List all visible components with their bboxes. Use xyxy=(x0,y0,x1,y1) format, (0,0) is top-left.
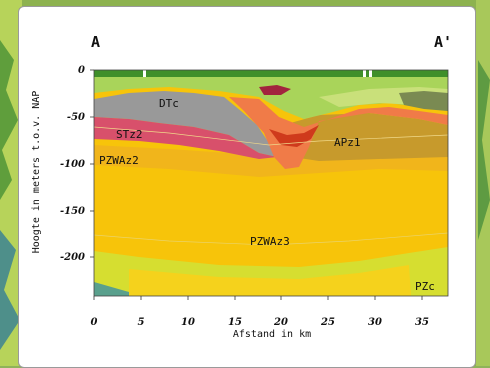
layer-base-teal xyxy=(94,282,129,296)
layer-pzc-inner xyxy=(129,265,411,296)
x-tick-label: 25 xyxy=(320,317,335,328)
x-axis: 0 5 10 15 20 25 30 35 xyxy=(91,296,429,328)
geologic-layers xyxy=(94,70,448,296)
boundary-line-1 xyxy=(94,126,448,146)
unit-label-dtc: DTc xyxy=(159,97,179,110)
surface-gap-3 xyxy=(369,70,372,77)
unit-label-stz2: STz2 xyxy=(116,128,143,141)
layer-stz2 xyxy=(94,117,277,159)
y-axis: 0 -50 -100 -150 -200 xyxy=(60,65,94,263)
unit-label-pzwaz3: PZWAz3 xyxy=(250,235,290,248)
layer-pzwaz2 xyxy=(94,145,448,177)
unit-label-apz1: APz1 xyxy=(334,136,361,149)
layer-maroon-lens xyxy=(259,85,291,95)
x-tick-label: 15 xyxy=(228,317,242,328)
cross-section-diagram: A A' DTc xyxy=(31,33,452,340)
plot-frame xyxy=(93,69,449,297)
layer-peat-orange xyxy=(229,97,448,169)
boundary-line-2 xyxy=(94,232,448,246)
x-axis-title: Afstand in km xyxy=(233,329,311,340)
surface-gap-1 xyxy=(143,70,146,77)
layer-brown-lens xyxy=(399,91,448,111)
x-tick-label: 10 xyxy=(181,317,195,328)
unit-label-pzwaz2: PZWAz2 xyxy=(99,154,139,167)
layer-peat-red xyxy=(269,125,319,147)
x-tick-label: 30 xyxy=(368,317,382,328)
cross-section-panel: A A' DTc xyxy=(18,6,476,368)
layer-holocene-green xyxy=(94,77,448,119)
y-tick-label: -150 xyxy=(60,206,85,217)
unit-label-pzc: PZc xyxy=(415,280,435,293)
y-tick-label: -100 xyxy=(60,159,85,170)
x-tick-label: 20 xyxy=(273,317,288,328)
surface-gap-2 xyxy=(363,70,366,77)
y-axis-title: Hoogte in meters t.o.v. NAP xyxy=(31,91,42,254)
x-tick-label: 5 xyxy=(138,317,145,328)
layer-surface-green xyxy=(94,70,448,77)
y-tick-label: -50 xyxy=(67,112,85,123)
y-tick-label: 0 xyxy=(78,65,85,76)
x-tick-label: 35 xyxy=(415,317,429,328)
layer-dtc xyxy=(94,91,277,157)
section-start-label: A xyxy=(91,33,100,51)
x-tick-label: 0 xyxy=(91,317,98,328)
y-tick-label: -200 xyxy=(60,252,85,263)
section-end-label: A' xyxy=(434,33,452,51)
